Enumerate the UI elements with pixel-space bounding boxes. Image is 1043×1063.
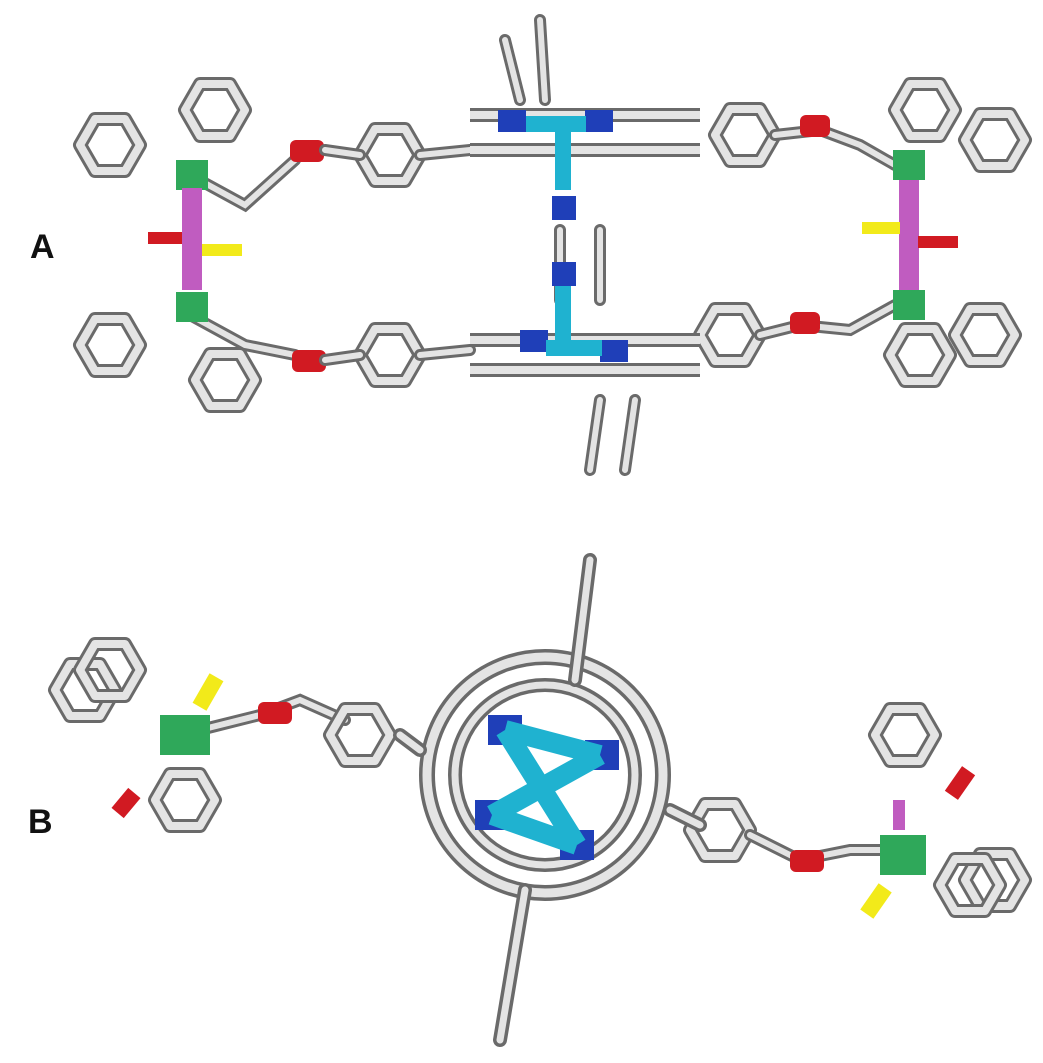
phosphorus-atom bbox=[160, 715, 210, 755]
panel-b-structure bbox=[55, 553, 1025, 1047]
platinum-atom bbox=[899, 180, 919, 240]
phosphorus-atom bbox=[176, 160, 208, 190]
panel-label-a: A bbox=[30, 228, 55, 266]
oxygen-atom bbox=[111, 787, 141, 819]
zinc-atom bbox=[487, 720, 605, 855]
oxygen-atom bbox=[292, 350, 326, 372]
oxygen-atom bbox=[918, 236, 958, 248]
left-pt-complex-a bbox=[80, 84, 326, 406]
oxygen-atom bbox=[800, 115, 830, 137]
oxygen-atom bbox=[790, 850, 824, 872]
platinum-atom bbox=[182, 188, 202, 238]
phosphorus-atom bbox=[893, 150, 925, 180]
right-pt-complex-b bbox=[744, 709, 1025, 919]
sulfur-atom bbox=[862, 222, 900, 234]
oxygen-atom bbox=[944, 766, 976, 800]
phosphorus-atom bbox=[893, 290, 925, 320]
zinc-atom bbox=[546, 340, 602, 356]
platinum-atom bbox=[182, 238, 202, 290]
right-pt-complex-a bbox=[790, 84, 1025, 381]
left-pt-complex-b bbox=[55, 644, 351, 826]
phosphorus-atom bbox=[880, 835, 926, 875]
zinc-atom bbox=[526, 116, 586, 132]
sulfur-atom bbox=[860, 883, 892, 919]
oxygen-atom bbox=[290, 140, 324, 162]
sulfur-atom bbox=[192, 673, 224, 711]
panel-label-b: B bbox=[28, 803, 53, 841]
nitrogen-atom bbox=[600, 340, 628, 362]
nitrogen-atom bbox=[520, 330, 548, 352]
platinum-atom bbox=[899, 240, 919, 290]
porphyrin-dimer-a bbox=[470, 14, 700, 476]
oxygen-atom bbox=[790, 312, 820, 334]
nitrogen-atom bbox=[585, 110, 613, 132]
zinc-atom bbox=[555, 286, 571, 346]
porphyrin-dimer-b bbox=[393, 553, 707, 1047]
sulfur-atom bbox=[202, 244, 242, 256]
oxygen-atom bbox=[258, 702, 292, 724]
zinc-atom bbox=[555, 130, 571, 190]
panel-a-structure bbox=[80, 14, 1025, 476]
nitrogen-atom bbox=[498, 110, 526, 132]
phosphorus-atom bbox=[176, 292, 208, 322]
oxygen-atom bbox=[148, 232, 182, 244]
nitrogen-atom bbox=[552, 262, 576, 286]
platinum-atom bbox=[893, 800, 905, 830]
nitrogen-atom bbox=[552, 196, 576, 220]
